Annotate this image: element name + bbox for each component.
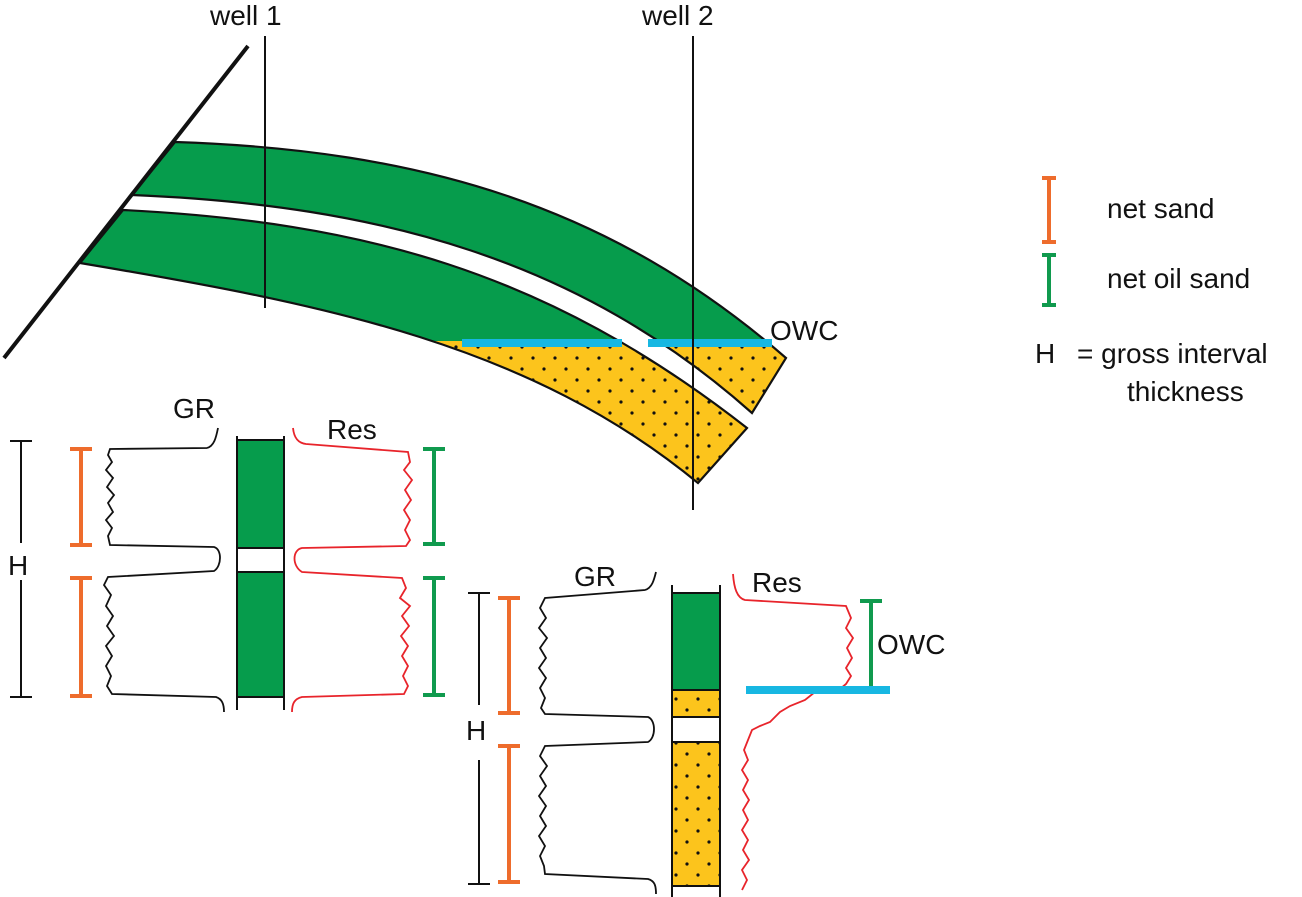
well-1-lithology-column [236, 436, 285, 710]
well-2-res-curve [732, 573, 855, 891]
well-1-log-panel: H GR Res [8, 393, 445, 713]
well-1-gr-curve [102, 427, 225, 713]
legend-net-oil-sand-label: net oil sand [1107, 263, 1250, 294]
well-2-h-label: H [466, 715, 486, 746]
well-1-net-sand-bar-upper [70, 447, 92, 547]
well-2-lithology-column [671, 585, 721, 897]
well-1-net-oil-bar-upper [423, 447, 445, 546]
legend: net sand net oil sand H = gross interval… [1035, 176, 1268, 407]
well-2-res-label: Res [752, 567, 802, 598]
well-1-label: well 1 [209, 0, 282, 31]
owc-label-cross-section: OWC [770, 315, 838, 346]
well-1-net-sand-bar-lower [70, 576, 92, 698]
well-2-gr-label: GR [574, 561, 616, 592]
well-2-label: well 2 [641, 0, 714, 31]
well-2-owc-label: OWC [877, 629, 945, 660]
net-sand-icon [1042, 176, 1056, 244]
well-2-net-sand-bar-upper [498, 596, 520, 715]
legend-h-definition-line2: thickness [1127, 376, 1244, 407]
well-1-gross-interval-bar [10, 440, 32, 698]
well-1-h-label: H [8, 550, 28, 581]
cross-section: well 1 well 2 OWC [2, 0, 838, 510]
legend-h-definition-line1: = gross interval [1077, 338, 1268, 369]
well-2-log-panel: H GR Res [466, 561, 945, 897]
net-oil-sand-icon [1042, 253, 1056, 307]
legend-h-symbol: H [1035, 338, 1055, 369]
legend-net-sand-label: net sand [1107, 193, 1214, 224]
upper-sand-layer [129, 140, 788, 415]
lower-sand-layer [77, 208, 749, 485]
well-1-net-oil-bar-lower [423, 576, 445, 697]
well-1-res-label: Res [327, 414, 377, 445]
well-2-net-sand-bar-lower [498, 744, 520, 884]
well-2-gross-interval-bar [468, 592, 490, 885]
fault-line [2, 44, 250, 360]
well-1-gr-label: GR [173, 393, 215, 424]
well-2-gr-curve [537, 571, 657, 895]
well-1-res-curve [291, 427, 414, 713]
